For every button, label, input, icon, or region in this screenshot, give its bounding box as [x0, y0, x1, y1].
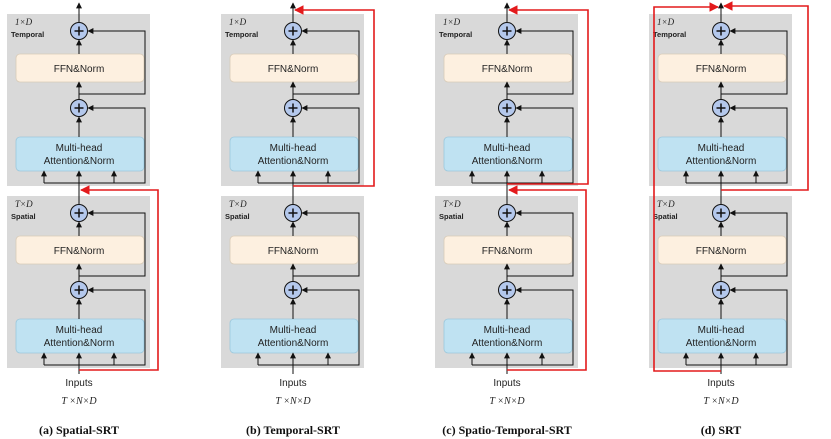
spatial-block: T×D SpatialFFN&NormMulti-headAttention&No… [435, 196, 578, 368]
plus-icon [70, 22, 88, 40]
plus-icon [712, 22, 730, 40]
spatial-block: T×D SpatialFFN&NormMulti-headAttention&No… [7, 196, 150, 368]
inputs-dim-label: T ×N×D [703, 396, 739, 407]
plus-icon [712, 281, 730, 299]
attention-label-line2: Attention&Norm [44, 156, 115, 167]
spatial-block: T×D SpatialFFN&NormMulti-headAttention&No… [221, 196, 364, 368]
spatial-dim-label: T×D [443, 199, 461, 209]
inputs-dim-label: T ×N×D [275, 396, 311, 407]
panel-4: 1×DTemporalFFN&NormMulti-headAttention&N… [649, 1, 809, 437]
attention-label-line2: Attention&Norm [258, 338, 329, 349]
spatial-dim-label: T×D [15, 199, 33, 209]
panel-caption: (c) Spatio-Temporal-SRT [442, 423, 571, 437]
temporal-block-label: Temporal [439, 30, 472, 39]
plus-icon [712, 99, 730, 117]
temporal-dim-label: 1×D [229, 17, 247, 27]
temporal-block: 1×D TemporalFFN&NormMulti-headAttention&N… [435, 14, 578, 186]
ffn-norm-label: FFN&Norm [268, 64, 319, 75]
temporal-dim-label: 1×D [15, 17, 33, 27]
ffn-norm-label: FFN&Norm [54, 64, 105, 75]
inputs-dim-label: T ×N×D [61, 396, 97, 407]
panel-caption: (b) Temporal-SRT [246, 423, 340, 437]
panel-caption: (d) SRT [701, 423, 742, 437]
inputs-label: Inputs [65, 378, 92, 389]
temporal-block-label: Temporal [653, 30, 686, 39]
plus-icon [498, 22, 516, 40]
temporal-block-label: Temporal [11, 30, 44, 39]
ffn-norm-label: FFN&Norm [54, 246, 105, 257]
temporal-dim-label: 1×D [443, 17, 461, 27]
inputs-label: Inputs [707, 378, 734, 389]
residual-ffn [721, 28, 788, 95]
panel-3: 1×DTemporalFFN&NormMulti-headAttention&N… [435, 2, 589, 437]
inputs-dim-label: T ×N×D [489, 396, 525, 407]
shortcut-outer-left [653, 2, 721, 372]
residual-ffn [293, 28, 360, 95]
spatial-dim-label: T×D [657, 199, 675, 209]
inputs-label: Inputs [493, 378, 520, 389]
attention-label-line1: Multi-head [56, 143, 103, 154]
inputs-label: Inputs [279, 378, 306, 389]
spatial-block-label: Spatial [11, 212, 36, 221]
attention-label-line1: Multi-head [484, 143, 531, 154]
panel-2: 1×DTemporalFFN&NormMulti-headAttention&N… [221, 2, 375, 437]
ffn-norm-label: FFN&Norm [696, 64, 747, 75]
shortcut-spatial [507, 185, 587, 371]
attention-label-line1: Multi-head [698, 143, 745, 154]
shortcut-temporal [507, 5, 589, 185]
residual-ffn [507, 28, 574, 95]
plus-icon [498, 99, 516, 117]
spatial-block: T×D SpatialFFN&NormMulti-headAttention&No… [649, 196, 792, 368]
spatial-dim-label: T×D [229, 199, 247, 209]
attention-label-line2: Attention&Norm [686, 338, 757, 349]
ffn-norm-label: FFN&Norm [482, 246, 533, 257]
ffn-norm-label: FFN&Norm [482, 64, 533, 75]
shortcut-temporal [293, 5, 375, 187]
residual-ffn [293, 210, 360, 277]
plus-icon [712, 204, 730, 222]
attention-label-line2: Attention&Norm [44, 338, 115, 349]
attention-label-line2: Attention&Norm [472, 156, 543, 167]
shortcut-outer-right [721, 1, 809, 191]
plus-icon [284, 204, 302, 222]
spatial-block-label: Spatial [225, 212, 250, 221]
attention-label-line1: Multi-head [56, 325, 103, 336]
spatial-block-label: Spatial [653, 212, 678, 221]
plus-icon [284, 99, 302, 117]
panel-1: 1×DTemporalFFN&NormMulti-headAttention&N… [7, 2, 159, 437]
ffn-norm-label: FFN&Norm [268, 246, 319, 257]
attention-label-line2: Attention&Norm [258, 156, 329, 167]
temporal-block-label: Temporal [225, 30, 258, 39]
temporal-dim-label: 1×D [657, 17, 675, 27]
attention-label-line1: Multi-head [270, 143, 317, 154]
plus-icon [284, 22, 302, 40]
attention-label-line2: Attention&Norm [472, 338, 543, 349]
spatial-block-label: Spatial [439, 212, 464, 221]
plus-icon [70, 99, 88, 117]
attention-label-line1: Multi-head [484, 325, 531, 336]
plus-icon [70, 204, 88, 222]
panel-caption: (a) Spatial-SRT [39, 423, 119, 437]
attention-label-line1: Multi-head [270, 325, 317, 336]
attention-label-line1: Multi-head [698, 325, 745, 336]
temporal-block: 1×D TemporalFFN&NormMulti-headAttention&N… [7, 14, 150, 186]
residual-ffn [507, 210, 574, 277]
ffn-norm-label: FFN&Norm [696, 246, 747, 257]
residual-ffn [721, 210, 788, 277]
plus-icon [498, 281, 516, 299]
plus-icon [70, 281, 88, 299]
temporal-block: 1×D TemporalFFN&NormMulti-headAttention&N… [649, 14, 792, 186]
residual-ffn [79, 28, 146, 95]
plus-icon [284, 281, 302, 299]
residual-ffn [79, 210, 146, 277]
shortcut-spatial [79, 185, 159, 371]
temporal-block: 1×D TemporalFFN&NormMulti-headAttention&N… [221, 14, 364, 186]
plus-icon [498, 204, 516, 222]
attention-label-line2: Attention&Norm [686, 156, 757, 167]
